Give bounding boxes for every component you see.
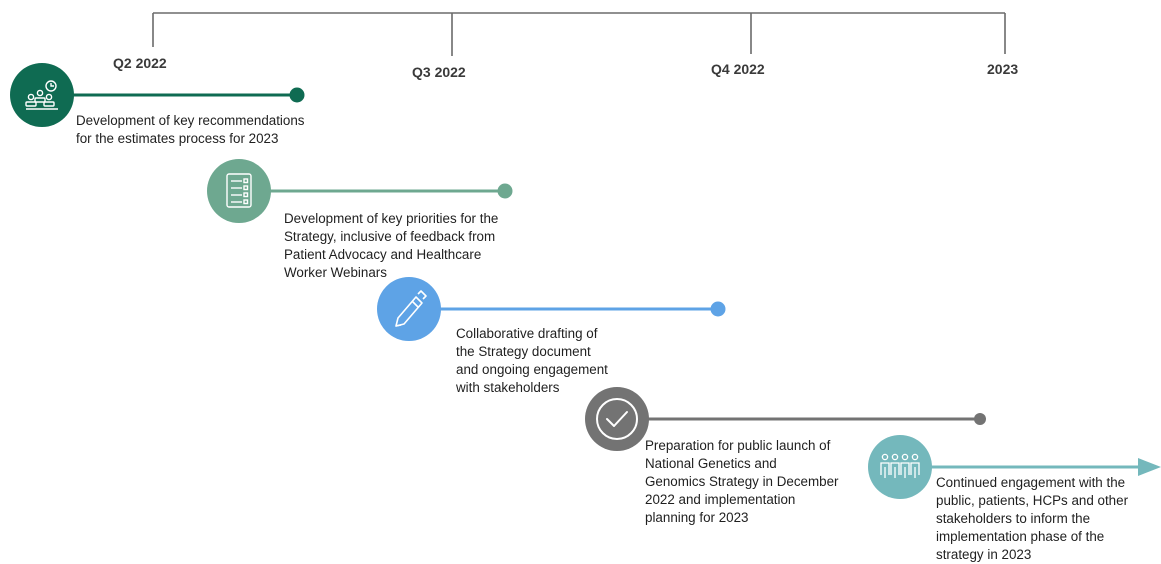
milestone-2-line-3: Patient Advocacy and Healthcare xyxy=(284,247,482,262)
milestone-3-line-4: with stakeholders xyxy=(456,380,560,395)
milestone-4-line-2: National Genetics and xyxy=(645,456,777,471)
group-people-icon xyxy=(880,453,920,478)
milestone-2-description: Development of key priorities for the St… xyxy=(284,210,498,282)
period-label-q2-2022: Q2 2022 xyxy=(113,55,167,71)
milestone-4-line-3: Genomics Strategy in December xyxy=(645,474,839,489)
milestone-2-circle xyxy=(207,159,271,223)
milestone-5-line-2: public, patients, HCPs and other xyxy=(936,493,1129,508)
milestone-1 xyxy=(10,63,305,127)
milestone-3-endpoint xyxy=(710,301,726,317)
timeline-axis xyxy=(152,12,1006,56)
milestone-2-line-1: Development of key priorities for the xyxy=(284,211,499,226)
milestone-3-description: Collaborative drafting of the Strategy d… xyxy=(456,325,608,397)
checkmark-icon xyxy=(596,398,638,440)
milestone-5-arrowhead xyxy=(1138,458,1161,476)
milestone-3-line-1: Collaborative drafting of xyxy=(456,326,598,341)
milestone-4-description: Preparation for public launch of Nationa… xyxy=(645,437,839,527)
milestone-3 xyxy=(377,277,726,341)
milestone-5-line-1: Continued engagement with the xyxy=(936,475,1126,490)
milestone-1-line-2: for the estimates process for 2023 xyxy=(76,131,279,146)
period-label-2023: 2023 xyxy=(987,61,1019,77)
milestone-5-circle xyxy=(868,435,932,499)
milestone-1-line-1: Development of key recommendations xyxy=(76,113,305,128)
milestone-4-line-5: planning for 2023 xyxy=(645,510,749,525)
milestone-2-line-4: Worker Webinars xyxy=(284,265,387,280)
milestone-3-circle xyxy=(377,277,441,341)
period-label-q3-2022: Q3 2022 xyxy=(412,64,466,80)
milestone-4 xyxy=(585,387,986,451)
milestone-1-endpoint xyxy=(289,87,305,103)
milestone-2 xyxy=(207,159,513,223)
milestone-3-line-2: the Strategy document xyxy=(456,344,591,359)
milestone-2-line-2: Strategy, inclusive of feedback from xyxy=(284,229,496,244)
milestone-5 xyxy=(868,435,1161,499)
milestone-4-endpoint xyxy=(974,413,986,425)
milestone-4-line-4: 2022 and implementation xyxy=(645,492,796,507)
milestone-4-line-1: Preparation for public launch of xyxy=(645,438,831,453)
milestone-5-line-4: implementation phase of the xyxy=(936,529,1105,544)
checklist-icon xyxy=(226,173,252,208)
milestone-5-description: Continued engagement with the public, pa… xyxy=(936,474,1128,564)
pen-icon xyxy=(395,290,427,327)
milestone-1-description: Development of key recommendations for t… xyxy=(76,112,305,148)
milestone-3-line-3: and ongoing engagement xyxy=(456,362,608,377)
milestone-2-endpoint xyxy=(497,183,513,199)
milestone-4-circle xyxy=(585,387,649,451)
milestone-5-line-3: stakeholders to inform the xyxy=(936,511,1091,526)
people-chart-icon xyxy=(25,80,58,110)
milestone-5-line-5: strategy in 2023 xyxy=(936,547,1032,562)
period-label-q4-2022: Q4 2022 xyxy=(711,61,765,77)
